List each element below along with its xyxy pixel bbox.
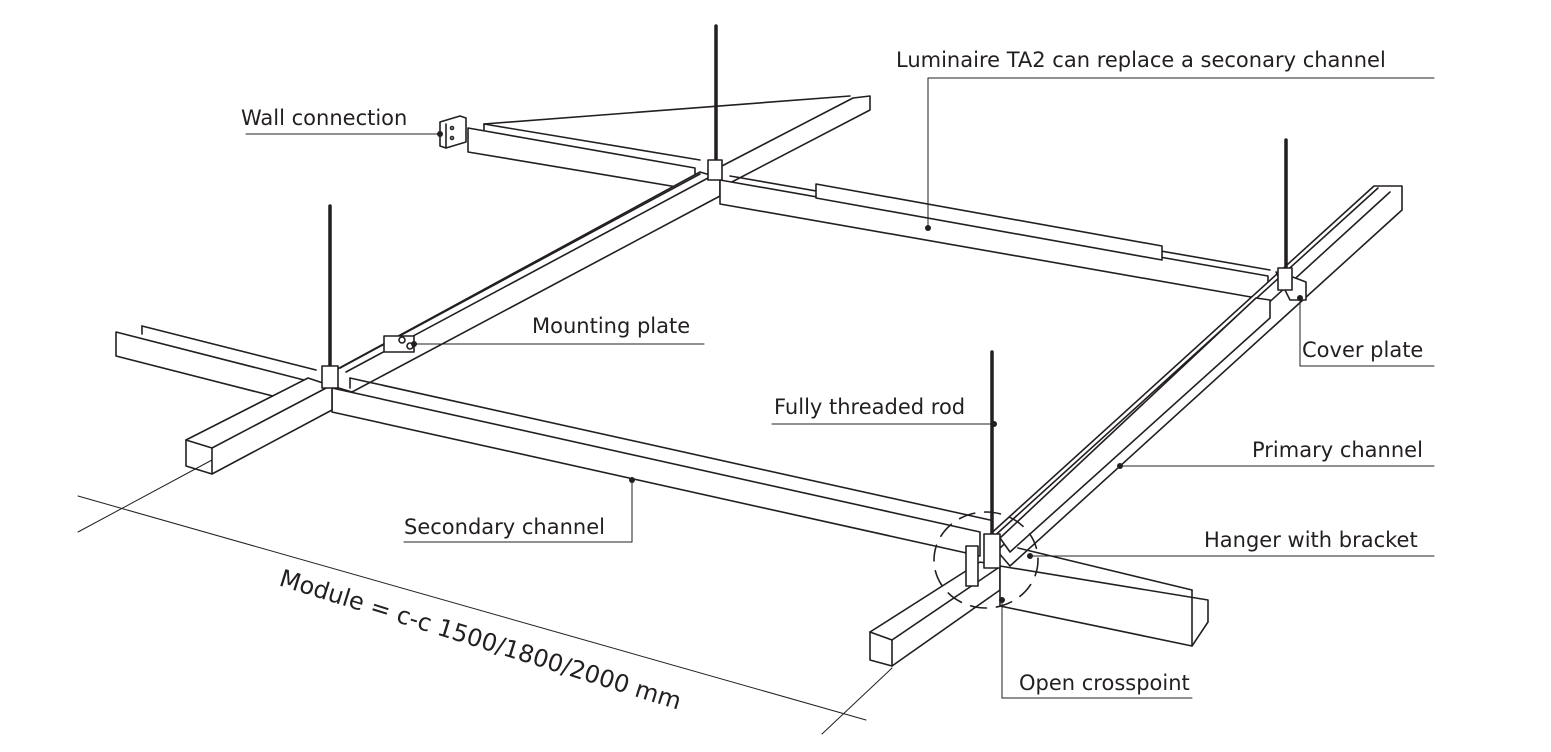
label-fully-threaded-rod: Fully threaded rod xyxy=(774,395,966,419)
label-open-crosspoint: Open crosspoint xyxy=(1019,671,1190,695)
hanger-brackets xyxy=(321,159,1293,587)
mounting-plate xyxy=(383,335,415,353)
secondary-channel-right xyxy=(999,297,1271,553)
label-primary-channel: Primary channel xyxy=(1252,438,1423,462)
label-luminaire: Luminaire TA2 can replace a seconary cha… xyxy=(896,48,1386,72)
leader-dots xyxy=(411,131,1303,603)
label-mounting-plate: Mounting plate xyxy=(532,314,691,338)
label-cover-plate: Cover plate xyxy=(1302,338,1424,362)
luminaire-channel xyxy=(719,175,1271,301)
label-wall-connection: Wall connection xyxy=(241,106,408,130)
secondary-channel-front-right xyxy=(999,547,1209,647)
primary-channel-front-right xyxy=(869,561,1001,667)
open-crosspoint-circle xyxy=(933,511,1039,609)
wall-connection-bracket xyxy=(439,115,467,149)
primary-channel-front-left xyxy=(185,377,333,475)
primary-channel-left xyxy=(331,171,721,393)
leader-lines xyxy=(77,77,1435,735)
label-secondary-channel: Secondary channel xyxy=(404,515,605,539)
label-hanger-with-bracket: Hanger with bracket xyxy=(1204,528,1418,552)
primary-channel-back xyxy=(483,95,871,185)
threaded-rods xyxy=(328,24,1288,542)
secondary-channel-top xyxy=(467,123,701,191)
